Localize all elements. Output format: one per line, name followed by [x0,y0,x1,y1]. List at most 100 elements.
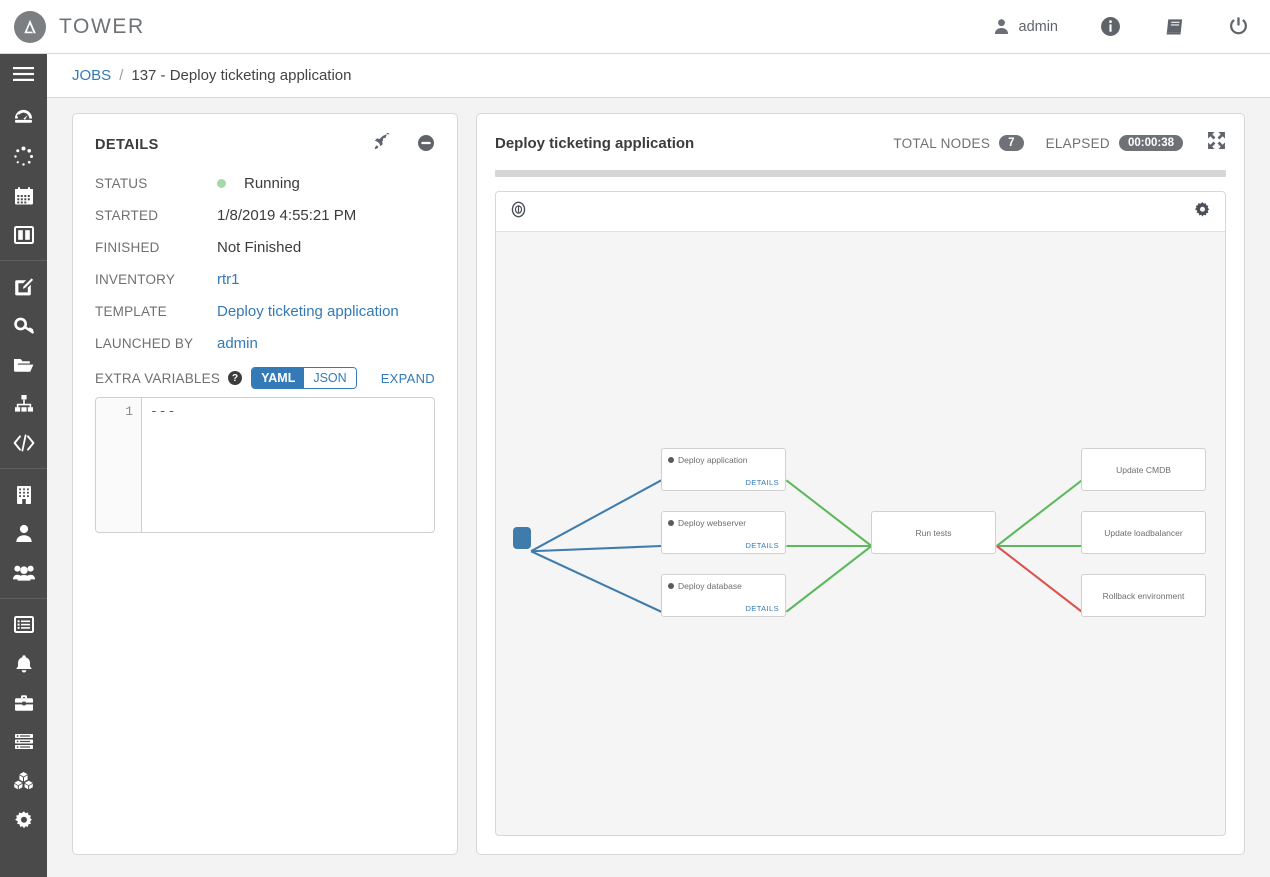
sidebar-item-projects[interactable] [0,345,47,384]
detail-value-inventory-link[interactable]: rtr1 [217,271,240,288]
detail-value-finished: Not Finished [217,239,302,256]
sidebar-item-jobs[interactable] [0,137,47,176]
left-sidebar [0,54,47,877]
gear-icon [1194,201,1211,222]
sidebar-item-instance-groups[interactable] [0,722,47,761]
extra-variables-editor[interactable]: 1 --- [95,397,435,533]
brand[interactable]: TOWER [14,10,145,43]
sidebar-item-portal-mode[interactable] [0,215,47,254]
sidebar-item-teams[interactable] [0,553,47,592]
current-user-menu[interactable]: admin [972,0,1080,54]
workflow-node-deploy-database[interactable]: Deploy database DETAILS [661,574,786,617]
editor-line-numbers: 1 [96,398,142,532]
sidebar-item-credential-types[interactable] [0,605,47,644]
expand-workflow-button[interactable] [1207,131,1226,155]
book-icon [1163,16,1186,37]
sidebar-item-applications[interactable] [0,761,47,800]
cubes-icon [13,771,34,790]
workflow-node-rollback-environment[interactable]: Rollback environment [1081,574,1206,617]
info-circle-icon [1100,16,1121,37]
extra-variables-row: EXTRA VARIABLES ? YAML JSON EXPAND [95,367,435,389]
detail-row-status: STATUS Running [95,172,435,195]
detail-row-template: TEMPLATE Deploy ticketing application [95,300,435,323]
workflow-title: Deploy ticketing application [495,134,695,152]
compass-icon[interactable] [510,201,527,223]
question-mark-icon[interactable]: ? [228,371,243,385]
node-details-link[interactable]: DETAILS [745,604,779,613]
bell-icon [15,654,33,674]
workflow-node-update-cmdb[interactable]: Update CMDB [1081,448,1206,491]
minus-circle-icon [417,134,435,156]
docs-button[interactable] [1142,0,1207,54]
variable-format-toggle: YAML JSON [251,367,357,389]
sidebar-item-credentials[interactable] [0,306,47,345]
ansible-logo-icon [14,10,46,43]
sidebar-item-notifications[interactable] [0,644,47,683]
sidebar-divider [0,260,47,261]
sidebar-divider [0,598,47,599]
cancel-job-button[interactable] [417,134,435,156]
detail-value-started: 1/8/2019 4:55:21 PM [217,207,357,224]
sidebar-item-inventories[interactable] [0,384,47,423]
detail-row-launched-by: LAUNCHED BY admin [95,332,435,355]
detail-label-status: STATUS [95,176,148,191]
workflow-settings-button[interactable] [1194,201,1211,223]
sidebar-item-users[interactable] [0,514,47,553]
expand-variables-link[interactable]: EXPAND [380,370,435,386]
about-button[interactable] [1079,0,1142,54]
node-details-link[interactable]: DETAILS [745,541,779,550]
job-details-panel: DETAILS [72,113,458,855]
workflow-canvas-container: Deploy application DETAILS Deploy webser… [495,191,1226,836]
detail-row-inventory: INVENTORY rtr1 [95,268,435,291]
workflow-canvas[interactable]: Deploy application DETAILS Deploy webser… [496,232,1225,835]
node-details-link[interactable]: DETAILS [745,478,779,487]
workflow-node-deploy-application[interactable]: Deploy application DETAILS [661,448,786,491]
detail-value-template-link[interactable]: Deploy ticketing application [217,303,399,320]
power-icon [1228,16,1249,37]
breadcrumb-jobs-link[interactable]: JOBS [72,67,112,84]
sidebar-item-settings[interactable] [0,800,47,839]
detail-label-template: TEMPLATE [95,304,167,319]
sidebar-item-inventory-scripts[interactable] [0,423,47,462]
detail-value-launched-by-link[interactable]: admin [217,335,258,352]
workflow-node-run-tests[interactable]: Run tests [871,511,996,554]
sidebar-item-schedules[interactable] [0,176,47,215]
workflow-node-update-loadbalancer[interactable]: Update loadbalancer [1081,511,1206,554]
columns-icon [13,225,34,244]
code-icon [13,434,35,452]
node-label: Update loadbalancer [1104,527,1183,538]
dashboard-gauge-icon [13,108,34,127]
relaunch-job-button[interactable] [372,131,391,156]
sidebar-item-templates[interactable] [0,267,47,306]
hamburger-icon [13,66,34,82]
node-label: Rollback environment [1102,590,1185,601]
node-status-dot [668,457,674,463]
sidebar-item-management-jobs[interactable] [0,683,47,722]
detail-label-inventory: INVENTORY [95,272,176,287]
workflow-node-deploy-webserver[interactable]: Deploy webserver DETAILS [661,511,786,554]
node-label: Update CMDB [1116,464,1171,475]
editor-content[interactable]: --- [150,404,177,419]
sidebar-item-dashboard[interactable] [0,98,47,137]
current-user-label: admin [1018,18,1059,35]
breadcrumb: JOBS / 137 - Deploy ticketing applicatio… [47,54,1270,98]
extra-variables-label: EXTRA VARIABLES [95,370,221,386]
pencil-square-icon [14,277,34,297]
sitemap-icon [14,394,34,413]
format-toggle-yaml[interactable]: YAML [252,368,305,388]
sidebar-item-organizations[interactable] [0,475,47,514]
format-toggle-json[interactable]: JSON [304,368,356,388]
calendar-icon [14,186,34,206]
node-label: Deploy application [678,455,748,465]
gear-icon [14,810,34,830]
sidebar-item-menu-toggle[interactable] [0,54,47,93]
server-icon [14,733,34,750]
spinner-dots-icon [13,146,34,167]
main-content: DETAILS [47,98,1270,877]
workflow-start-node[interactable] [513,527,531,549]
node-status-dot [668,583,674,589]
node-label: Deploy webserver [678,518,747,528]
node-label: Deploy database [678,581,742,591]
logout-button[interactable] [1207,0,1270,54]
top-navigation-actions: admin [972,0,1270,54]
